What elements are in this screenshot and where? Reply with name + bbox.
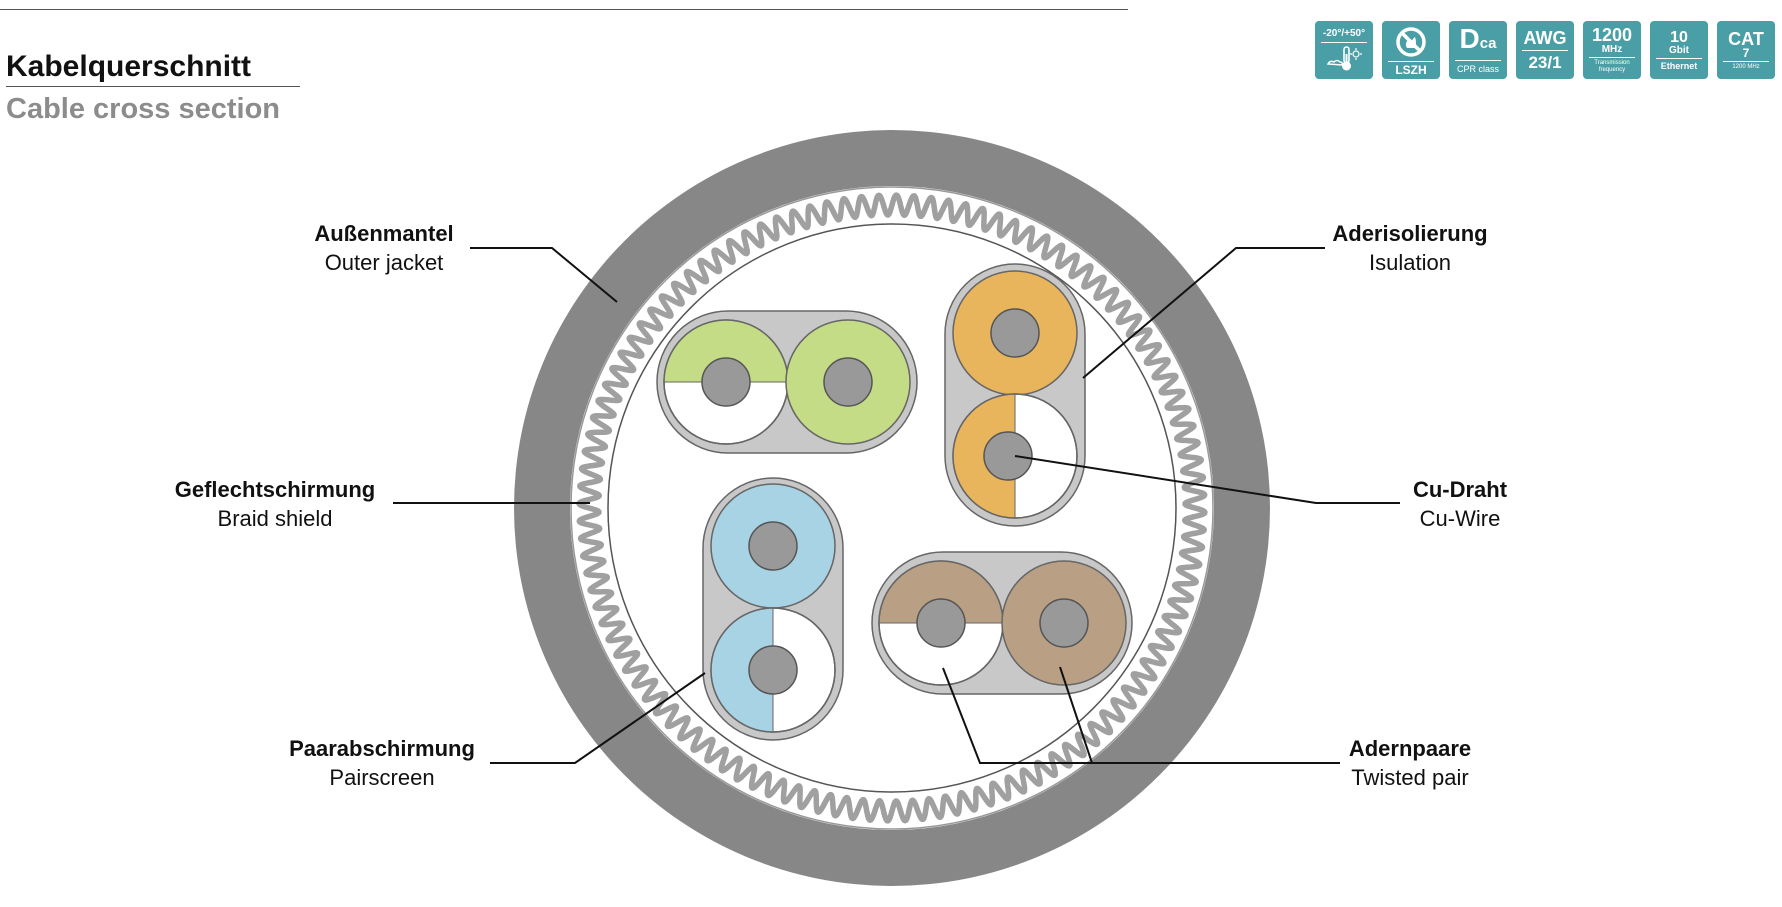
leader-lines bbox=[393, 247, 1400, 764]
leader-cu-wire bbox=[1014, 455, 1400, 504]
no-flame-icon bbox=[1396, 26, 1426, 57]
pair-blue bbox=[702, 477, 844, 741]
conductor bbox=[916, 598, 966, 648]
label-pairscreen: Paarabschirmung Pairscreen bbox=[289, 736, 475, 790]
lszh-badge: LSZH bbox=[1382, 21, 1440, 79]
cpr-class-badge: Dca CPR class bbox=[1449, 21, 1507, 79]
braid-shield-layer bbox=[570, 186, 1214, 830]
ethernet-speed: 10 bbox=[1670, 28, 1688, 46]
frequency-label: Transmission frequency bbox=[1594, 60, 1630, 73]
leader-twisted-pair bbox=[942, 667, 1340, 764]
leader-insulation bbox=[1082, 247, 1325, 379]
svg-text:Twisted pair: Twisted pair bbox=[1351, 765, 1468, 790]
ethernet-badge: 10 Gbit Ethernet bbox=[1650, 21, 1708, 79]
heading-title-en: Cable cross section bbox=[6, 93, 280, 125]
lszh-label: LSZH bbox=[1395, 62, 1427, 77]
ethernet-unit: Gbit bbox=[1669, 44, 1689, 56]
category-label: CAT bbox=[1728, 28, 1764, 49]
ethernet-label: Ethernet bbox=[1660, 60, 1698, 71]
awg-badge: AWG 23/1 bbox=[1516, 21, 1574, 79]
conductor bbox=[701, 357, 751, 407]
thermometer-icon bbox=[1326, 46, 1362, 71]
conductor bbox=[990, 308, 1040, 358]
leader-twisted-pair-2 bbox=[1059, 666, 1093, 764]
svg-text:Adernpaare: Adernpaare bbox=[1349, 736, 1471, 761]
svg-text:Cu-Draht: Cu-Draht bbox=[1413, 477, 1508, 502]
cpr-class-value: Dca bbox=[1459, 23, 1497, 54]
awg-value: 23/1 bbox=[1528, 52, 1562, 72]
leader-outer-jacket bbox=[470, 247, 618, 303]
conductor bbox=[1039, 598, 1089, 648]
svg-text:Isulation: Isulation bbox=[1369, 250, 1451, 275]
cpr-class-label: CPR class bbox=[1456, 64, 1499, 74]
svg-text:Außenmantel: Außenmantel bbox=[314, 221, 453, 246]
label-cu-wire: Cu-Draht Cu-Wire bbox=[1413, 477, 1508, 531]
temperature-range: -20°/+50° bbox=[1322, 28, 1366, 39]
pair-orange bbox=[944, 263, 1086, 527]
pair-green bbox=[656, 310, 918, 454]
frequency-badge: 1200 MHz Transmission frequency bbox=[1583, 21, 1641, 79]
svg-text:Pairscreen: Pairscreen bbox=[329, 765, 434, 790]
temperature-badge: -20°/+50° bbox=[1315, 21, 1373, 79]
label-twisted-pair: Adernpaare Twisted pair bbox=[1349, 736, 1471, 790]
frequency-value: 1200 bbox=[1591, 25, 1633, 45]
category-badge: CAT 7 1200 MHz bbox=[1717, 21, 1775, 79]
conductor bbox=[823, 357, 873, 407]
svg-text:Cu-Wire: Cu-Wire bbox=[1420, 506, 1501, 531]
pair-brown bbox=[871, 551, 1133, 695]
top-rule bbox=[0, 9, 1128, 10]
category-value: 7 bbox=[1742, 45, 1750, 60]
section-heading: Kabelquerschnitt Cable cross section bbox=[6, 50, 300, 125]
braid-outer-ring bbox=[570, 186, 1214, 830]
label-outer-jacket: Außenmantel Outer jacket bbox=[314, 221, 453, 275]
label-insulation: Aderisolierung Isulation bbox=[1332, 221, 1487, 275]
heading-underline bbox=[6, 86, 300, 87]
heading-title-de: Kabelquerschnitt bbox=[6, 50, 252, 83]
category-frequency: 1200 MHz bbox=[1732, 63, 1760, 70]
braid-inner-ring bbox=[607, 223, 1177, 793]
conductor bbox=[748, 645, 798, 695]
leader-pairscreen bbox=[490, 672, 706, 764]
awg-label: AWG bbox=[1523, 27, 1567, 48]
svg-text:Geflechtschirmung: Geflechtschirmung bbox=[175, 477, 375, 502]
svg-text:Outer jacket: Outer jacket bbox=[325, 250, 444, 275]
label-braid-shield: Geflechtschirmung Braid shield bbox=[175, 477, 375, 531]
svg-text:Aderisolierung: Aderisolierung bbox=[1332, 221, 1487, 246]
conductor bbox=[748, 521, 798, 571]
spec-badges: -20°/+50° LSZH Dca CPR class AWG 23/1 12… bbox=[1315, 21, 1775, 79]
frequency-unit: MHz bbox=[1601, 44, 1623, 55]
conductor bbox=[983, 431, 1033, 481]
svg-text:Paarabschirmung: Paarabschirmung bbox=[289, 736, 475, 761]
svg-text:Braid shield: Braid shield bbox=[218, 506, 333, 531]
